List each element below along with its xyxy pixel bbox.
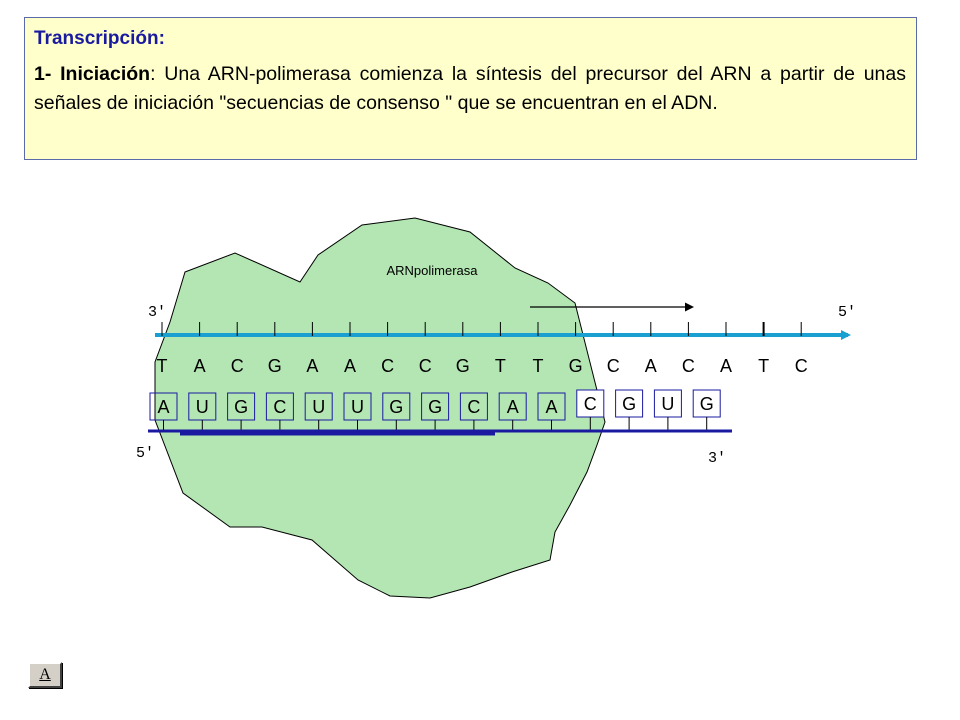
rna-nucleotide: A: [149, 392, 178, 431]
dna-base-letter: T: [495, 356, 506, 376]
dna-base-letter: G: [456, 356, 470, 376]
dna-base-letter: T: [758, 356, 769, 376]
dna-base-letter: C: [795, 356, 808, 376]
dna-base-letter: C: [381, 356, 394, 376]
rna-base-letter: U: [351, 397, 364, 417]
rna-base-letter: G: [428, 397, 442, 417]
rna-base-letter: G: [234, 397, 248, 417]
rna-nucleotide: G: [382, 392, 411, 431]
dna-base-letter: A: [720, 356, 732, 376]
dna-end-right: 5': [838, 304, 856, 321]
rna-polymerase-shape: [154, 217, 606, 599]
rna-base-letter: A: [157, 397, 169, 417]
rna-nucleotide: G: [421, 392, 450, 431]
step-text: : Una ARN-polimerasa comienza la síntesi…: [34, 63, 906, 114]
dna-end-left: 3': [148, 304, 166, 321]
dna-base-letter: C: [682, 356, 695, 376]
rna-end-right: 3': [708, 450, 726, 467]
dna-base-letter: A: [194, 356, 206, 376]
dna-base-letter: T: [157, 356, 168, 376]
navigation-button[interactable]: A: [28, 662, 62, 688]
rna-nucleotide: G: [227, 392, 256, 431]
rna-nucleotide: G: [692, 389, 721, 431]
dna-base-letter: A: [344, 356, 356, 376]
rna-base-letter: C: [584, 394, 597, 414]
rna-base-letter: A: [507, 397, 519, 417]
rna-nucleotide: C: [576, 389, 605, 431]
explanation-box: Transcripción: 1- Iniciación: Una ARN-po…: [24, 17, 917, 160]
rna-base-letter: C: [273, 397, 286, 417]
rna-nucleotide: U: [304, 392, 333, 431]
rna-end-left: 5': [136, 445, 154, 462]
explanation-paragraph: 1- Iniciación: Una ARN-polimerasa comien…: [34, 60, 906, 118]
rna-base-letter: C: [467, 397, 480, 417]
rna-nucleotide-box: [653, 389, 682, 418]
rna-nucleotide-box: [615, 389, 644, 418]
rna-base-letter: U: [196, 397, 209, 417]
rna-base-letter: A: [545, 397, 557, 417]
rna-nucleotide-box: [692, 389, 721, 418]
rna-nucleotide: U: [343, 392, 372, 431]
dna-base-letter: C: [607, 356, 620, 376]
rna-nucleotide: C: [265, 392, 294, 431]
rna-nucleotide: U: [188, 392, 217, 431]
dna-base-letter: G: [268, 356, 282, 376]
rna-base-letter: G: [389, 397, 403, 417]
dna-base-letter: T: [533, 356, 544, 376]
rna-nucleotide: C: [459, 392, 488, 431]
dna-base-ticks: [161, 322, 802, 336]
rna-nucleotide: U: [653, 389, 682, 431]
dna-base-letter: A: [645, 356, 657, 376]
dna-base-letter: C: [419, 356, 432, 376]
dna-base-letter: G: [569, 356, 583, 376]
rna-base-letter: U: [312, 397, 325, 417]
rna-base-letter: G: [622, 394, 636, 414]
rna-nucleotide-box: [576, 389, 605, 418]
section-title: Transcripción:: [34, 28, 165, 49]
rna-base-letter: U: [661, 394, 674, 414]
rna-nucleotide: G: [615, 389, 644, 431]
dna-base-letter: A: [306, 356, 318, 376]
step-label: 1- Iniciación: [34, 63, 151, 85]
enzyme-label: ARNpolimerasa: [386, 263, 478, 278]
dna-base-letter: C: [231, 356, 244, 376]
rna-nucleotide: A: [537, 392, 566, 431]
rna-nucleotide: A: [498, 392, 527, 431]
rna-base-letter: G: [700, 394, 714, 414]
